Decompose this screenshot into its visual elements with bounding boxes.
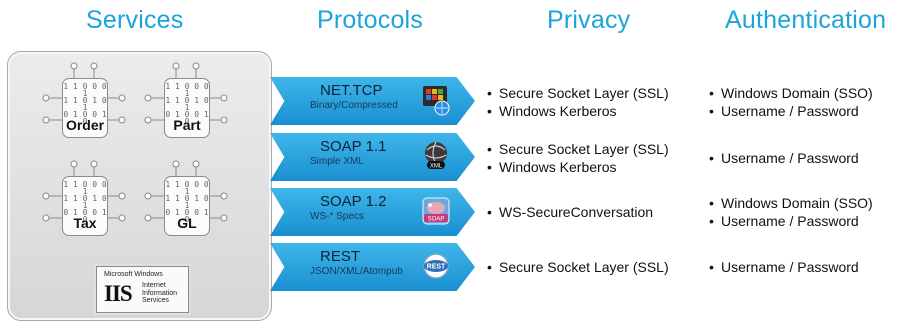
soap-icon: SOAP [422, 197, 450, 225]
protocol-detail: Simple XML [310, 156, 364, 167]
privacy-item: WS-SecureConversation [487, 203, 653, 221]
privacy-item: Windows Kerberos [487, 102, 669, 120]
auth-item: Windows Domain (SSO) [709, 84, 873, 102]
auth-item: Windows Domain (SSO) [709, 194, 873, 212]
services-header: Services [86, 6, 184, 34]
soap-icon-label: SOAP [428, 217, 445, 223]
service-name: Part [173, 117, 201, 133]
protocol-arrow-rest: REST JSON/XML/Atompub REST [270, 243, 475, 291]
protocol-name: SOAP 1.1 [320, 138, 387, 155]
authentication-header: Authentication [725, 6, 887, 34]
iis-logo: Microsoft Windows IIS Internet Informati… [96, 266, 189, 313]
network-app-icon [423, 86, 450, 116]
privacy-item: Secure Socket Layer (SSL) [487, 140, 669, 158]
protocol-arrow-nettcp: NET.TCP Binary/Compressed [270, 77, 475, 125]
auth-list-nettcp: Windows Domain (SSO) Username / Password [709, 84, 873, 120]
privacy-header: Privacy [547, 6, 631, 34]
auth-item: Username / Password [709, 212, 873, 230]
rest-icon: REST [423, 253, 449, 279]
protocol-arrow-soap12: SOAP 1.2 WS-* Specs SOAP [270, 188, 475, 236]
protocol-detail: Binary/Compressed [310, 100, 398, 111]
auth-item: Username / Password [709, 102, 873, 120]
protocol-name: REST [320, 248, 361, 265]
service-name: Order [65, 117, 105, 133]
privacy-item: Windows Kerberos [487, 158, 669, 176]
iis-subtitle: Internet Information Services [142, 282, 178, 304]
protocols-header: Protocols [317, 6, 424, 34]
chip-pins-icon [144, 160, 228, 222]
chip-pins-icon [144, 62, 228, 124]
chip-pins-icon [42, 62, 126, 124]
privacy-item: Secure Socket Layer (SSL) [487, 84, 669, 102]
protocol-detail: WS-* Specs [310, 211, 364, 222]
xml-icon-label: XML [430, 164, 443, 170]
auth-list-soap11: Username / Password [709, 149, 859, 167]
service-name: Tax [73, 215, 97, 231]
auth-item: Username / Password [709, 258, 859, 276]
privacy-list-nettcp: Secure Socket Layer (SSL) Windows Kerber… [487, 84, 669, 120]
iis-brand-small: Microsoft Windows [104, 271, 163, 278]
protocol-name: NET.TCP [320, 82, 383, 99]
protocol-detail: JSON/XML/Atompub [310, 266, 403, 277]
auth-list-rest: Username / Password [709, 258, 859, 276]
privacy-list-soap12: WS-SecureConversation [487, 203, 653, 221]
privacy-item: Secure Socket Layer (SSL) [487, 258, 669, 276]
chip-pins-icon [42, 160, 126, 222]
iis-logo-text: IIS [104, 281, 133, 306]
protocol-arrow-soap11: SOAP 1.1 Simple XML XML [270, 133, 475, 181]
xml-globe-icon: XML [425, 141, 447, 170]
rest-icon-label: REST [427, 264, 446, 271]
privacy-list-soap11: Secure Socket Layer (SSL) Windows Kerber… [487, 140, 669, 176]
auth-list-soap12: Windows Domain (SSO) Username / Password [709, 194, 873, 230]
auth-item: Username / Password [709, 149, 859, 167]
protocol-name: SOAP 1.2 [320, 193, 387, 210]
service-name: GL [177, 215, 197, 231]
privacy-list-rest: Secure Socket Layer (SSL) [487, 258, 669, 276]
